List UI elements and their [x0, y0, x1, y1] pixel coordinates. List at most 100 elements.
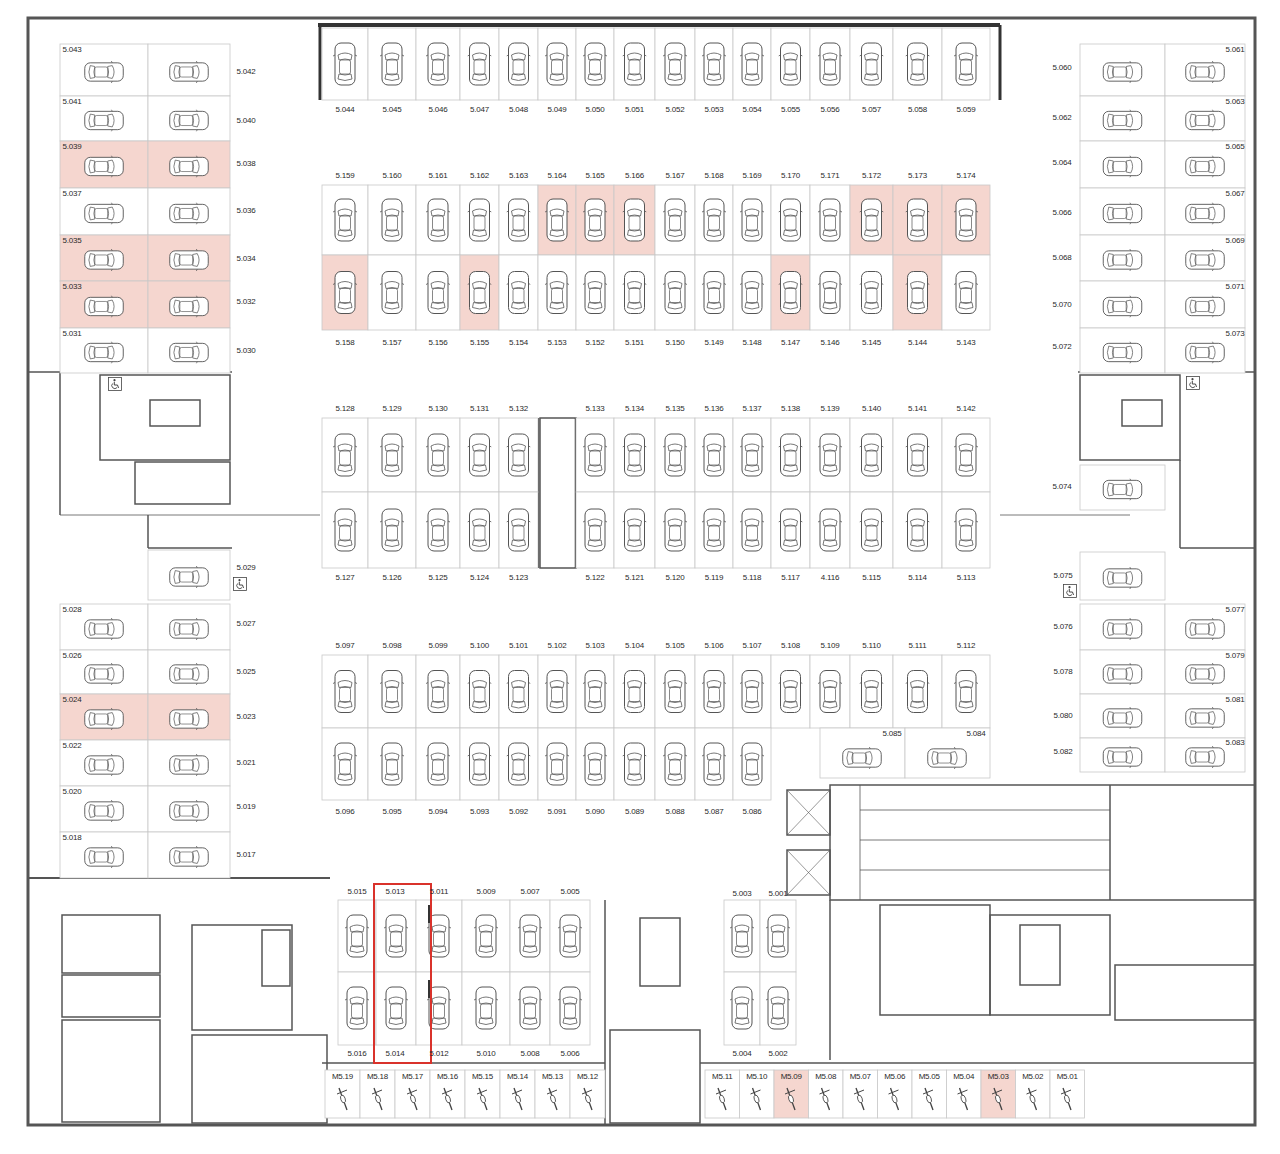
- parking-space: [771, 255, 810, 330]
- parking-space: [1165, 188, 1245, 235]
- car-icon: [1186, 203, 1225, 225]
- space-number: 5.090: [585, 807, 604, 817]
- space-number: 5.166: [625, 171, 644, 181]
- parking-space: [416, 418, 460, 492]
- car-icon: [170, 708, 209, 730]
- parking-space: [893, 28, 942, 100]
- parking-space: [148, 328, 230, 373]
- space-number: 5.078: [1053, 667, 1072, 677]
- space-number: 5.091: [547, 807, 566, 817]
- car-icon: [426, 199, 450, 241]
- space-number: 5.099: [428, 641, 447, 651]
- space-number: 5.093: [470, 807, 489, 817]
- parking-space: [655, 255, 695, 330]
- parking-space: [810, 185, 850, 255]
- parking-space: [376, 972, 416, 1045]
- space-number: 5.031: [62, 329, 81, 339]
- space-number: 5.049: [547, 105, 566, 115]
- space-number: 5.042: [236, 67, 255, 77]
- space-number: 5.122: [585, 573, 604, 583]
- parking-space: [510, 900, 550, 972]
- car-icon: [623, 743, 647, 785]
- car-icon: [85, 296, 124, 318]
- car-icon: [583, 434, 607, 476]
- car-icon: [1103, 707, 1142, 729]
- car-icon: [380, 43, 404, 85]
- parking-space: [322, 185, 368, 255]
- parking-space: [1080, 328, 1165, 373]
- motorbike-icon: [512, 1088, 522, 1110]
- car-icon: [623, 434, 647, 476]
- parking-space: [576, 185, 614, 255]
- space-number: 5.119: [705, 573, 723, 583]
- car-icon: [954, 434, 978, 476]
- parking-space: [771, 655, 810, 728]
- selected-space-outline: [374, 884, 431, 1063]
- car-icon: [954, 199, 978, 241]
- parking-space: [1165, 604, 1245, 650]
- space-number: 5.106: [704, 641, 723, 651]
- space-number: 5.079: [1225, 651, 1244, 661]
- car-icon: [333, 43, 357, 85]
- car-icon: [663, 509, 687, 551]
- space-number: 5.043: [62, 45, 81, 55]
- parking-space: [148, 694, 230, 740]
- car-icon: [468, 434, 492, 476]
- car-icon: [518, 987, 542, 1029]
- car-icon: [426, 434, 450, 476]
- car-icon: [1103, 567, 1142, 589]
- space-number: 5.045: [382, 105, 401, 115]
- car-icon: [333, 272, 357, 314]
- parking-space: [60, 235, 148, 281]
- space-number: M5.10: [746, 1072, 767, 1082]
- parking-space: [430, 1070, 465, 1118]
- parking-space: [148, 550, 230, 600]
- motorbike-icon: [958, 1088, 968, 1110]
- car-icon: [85, 663, 124, 685]
- space-number: 5.021: [236, 758, 255, 768]
- parking-space: [416, 255, 460, 330]
- car-icon: [730, 987, 754, 1029]
- motorbike-icon: [923, 1088, 933, 1110]
- parking-space: [322, 655, 368, 728]
- space-number: 5.033: [62, 282, 81, 292]
- space-number: 5.101: [509, 641, 528, 651]
- parking-space: [538, 185, 576, 255]
- car-icon: [623, 199, 647, 241]
- car-icon: [906, 434, 930, 476]
- car-icon: [345, 915, 369, 957]
- accessible-icon: [109, 378, 122, 391]
- parking-space: [893, 418, 942, 492]
- parking-space: [60, 328, 148, 373]
- accessible-icon: [234, 578, 247, 591]
- space-number: 5.041: [62, 97, 81, 107]
- space-number: 5.072: [1052, 342, 1071, 352]
- parking-space: [614, 418, 655, 492]
- parking-space: [576, 492, 614, 568]
- car-icon: [426, 43, 450, 85]
- parking-space: [724, 972, 760, 1045]
- car-icon: [384, 987, 408, 1029]
- parking-space: [942, 655, 990, 728]
- car-icon: [623, 671, 647, 713]
- space-number: 5.063: [1225, 97, 1244, 107]
- space-number: 5.037: [62, 189, 81, 199]
- space-number: 5.127: [335, 573, 354, 583]
- space-number: 5.076: [1053, 622, 1072, 632]
- space-number: 5.054: [742, 105, 761, 115]
- car-icon: [380, 199, 404, 241]
- motorbike-icon: [582, 1088, 592, 1110]
- car-icon: [906, 272, 930, 314]
- space-number: 5.064: [1052, 158, 1071, 168]
- parking-space: [368, 492, 416, 568]
- parking-space: [465, 1070, 500, 1118]
- car-icon: [906, 671, 930, 713]
- parking-space: [1080, 738, 1165, 772]
- parking-space: [395, 1070, 430, 1118]
- parking-space: [538, 655, 576, 728]
- parking-space: [942, 28, 990, 100]
- parking-space: [614, 492, 655, 568]
- space-number: 5.123: [509, 573, 528, 583]
- parking-space: [416, 185, 460, 255]
- space-number: 5.174: [956, 171, 975, 181]
